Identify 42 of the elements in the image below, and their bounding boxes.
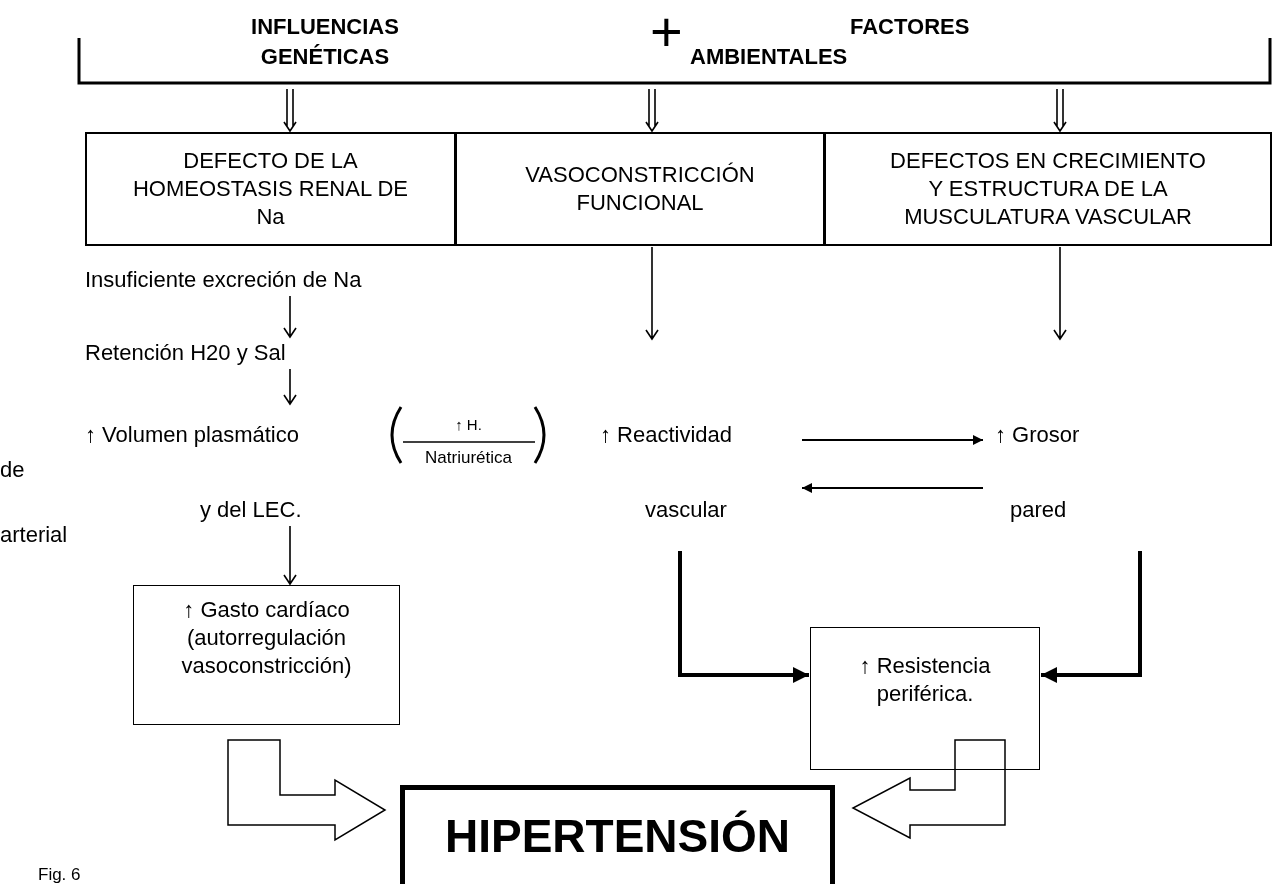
node-text: Insuficiente excreción de Na: [85, 266, 362, 294]
node-text: ↑ H.: [454, 415, 483, 435]
node-text: ↑ Reactividad: [600, 421, 733, 449]
node-text: Retención H20 y Sal: [85, 339, 286, 367]
group-heading: FACTORES AMBIENTALES: [690, 13, 971, 71]
node-text: ↑ Grosor: [995, 421, 1080, 449]
label-text: arterial: [0, 521, 68, 549]
elbow-arrow: [678, 551, 809, 683]
figure-number: Fig. 6: [38, 864, 81, 884]
node-text: Natriurética: [424, 447, 513, 469]
label-text: de: [0, 456, 25, 484]
arrow: [283, 368, 297, 406]
node-text: y del LEC.: [200, 496, 302, 524]
node-text: ↑ Resistencia periférica.: [858, 652, 992, 708]
plus-sign: +: [650, 4, 683, 60]
node-text: VASOCONSTRICCIÓN FUNCIONAL: [524, 161, 756, 217]
node-text: DEFECTOS EN CRECIMIENTO Y ESTRUCTURA DE LA MUSCULATURA VASCULAR: [889, 147, 1207, 231]
group-heading: INFLUENCIAS GENÉTICAS: [250, 13, 400, 71]
double-arrow: [283, 88, 297, 133]
arrow: [645, 246, 659, 341]
result-box: [400, 785, 835, 884]
arrow: [1053, 246, 1067, 341]
arrow: [801, 435, 984, 445]
process-box: [810, 627, 1040, 770]
node-text: ↑ Gasto cardíaco (autorregulación vasoconstricción): [180, 596, 353, 680]
double-arrow: [645, 88, 659, 133]
process-box: [133, 585, 400, 725]
arrow: [283, 295, 297, 339]
double-arrow: [1053, 88, 1067, 133]
arrow: [283, 525, 297, 586]
process-box: [824, 132, 1272, 246]
elbow-arrow: [1041, 551, 1142, 683]
arrow: [801, 483, 984, 493]
node-text: DEFECTO DE LA HOMEOSTASIS RENAL DE Na: [131, 147, 410, 231]
block-arrow: [227, 739, 387, 842]
node-text: vascular: [645, 496, 727, 524]
node-text: pared: [1010, 496, 1067, 524]
block-arrow: [851, 739, 1006, 840]
node-text: ↑ Volumen plasmático: [85, 421, 299, 449]
node-text: HIPERTENSIÓN: [444, 809, 790, 864]
process-box: [85, 132, 456, 246]
process-box: [455, 132, 825, 246]
